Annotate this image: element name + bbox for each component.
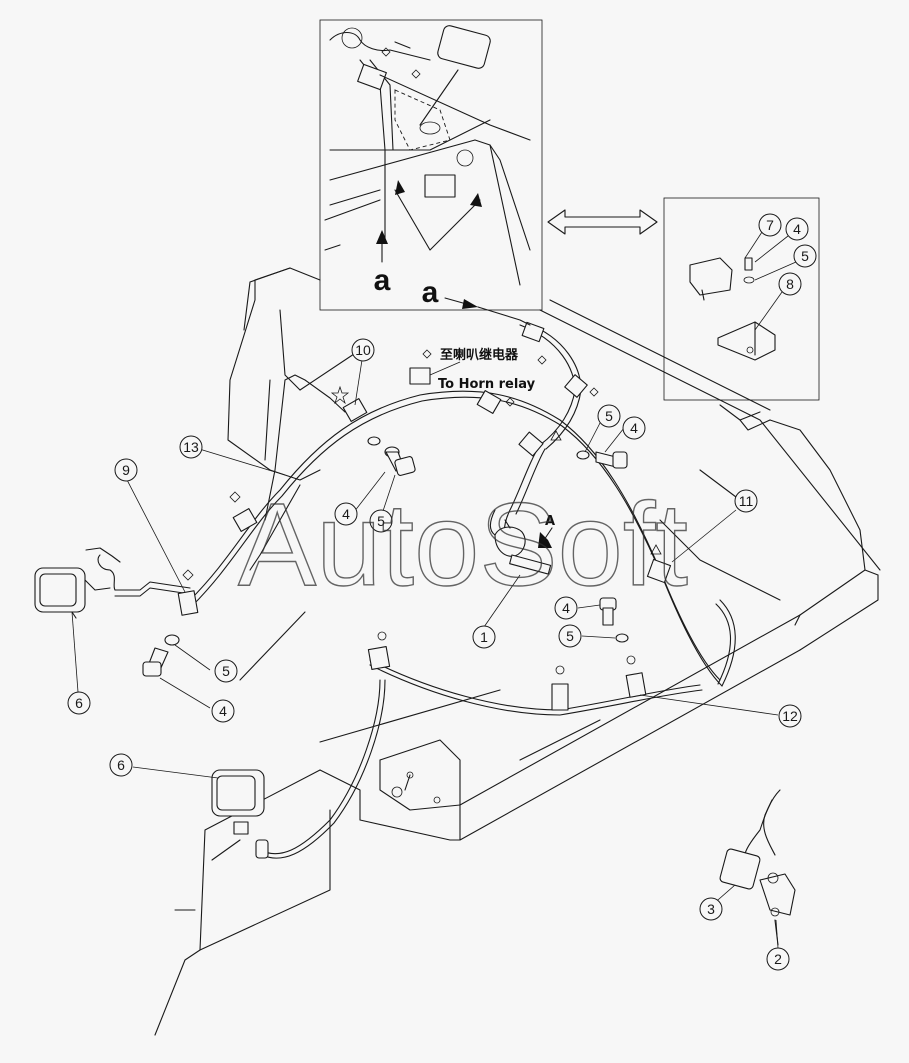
watermark: AutoSoft [238,479,688,611]
callout-5-mid: 5 [369,509,393,533]
svg-text:10: 10 [355,342,371,358]
view-A-pointer: A [538,514,555,548]
callout-4-right: 4 [554,596,578,620]
relay-bracket [719,789,796,946]
view-a-label-side: a [422,276,439,309]
callout-7: 7 [758,213,782,237]
svg-text:4: 4 [342,506,350,522]
horn-relay-label-en: To Horn relay [438,377,536,392]
svg-text:4: 4 [793,221,801,237]
callout-9: 9 [114,458,138,482]
callout-4-inset: 4 [785,217,809,241]
work-lamp-bottom [211,769,269,859]
svg-text:5: 5 [566,628,574,644]
harness-clamps [177,321,672,711]
callout-5-left: 5 [214,659,238,683]
svg-text:11: 11 [739,493,754,509]
svg-text:4: 4 [630,420,638,436]
inset-bracket-detail [663,197,820,401]
callout-13: 13 [179,435,203,459]
view-a-label-top: a [374,264,391,297]
svg-text:7: 7 [766,217,774,233]
svg-text:12: 12 [782,708,798,724]
callout-11: 11 [734,489,758,513]
callout-6-bottom: 6 [109,753,133,777]
callout-4-mid: 4 [334,502,358,526]
callout-4-left: 4 [211,699,235,723]
svg-text:6: 6 [117,757,125,773]
callout-5-upper: 5 [597,404,621,428]
bolt-mid [576,450,628,469]
svg-text:6: 6 [75,695,83,711]
inset-view-a: a [319,19,543,311]
svg-text:3: 3 [707,901,715,917]
callout-4-upper: 4 [622,416,646,440]
svg-text:8: 8 [786,276,794,292]
svg-text:4: 4 [219,703,227,719]
view-A-label: A [545,514,555,529]
svg-text:5: 5 [377,513,385,529]
svg-text:2: 2 [774,951,782,967]
svg-text:9: 9 [122,462,130,478]
svg-text:13: 13 [183,439,199,455]
horn-relay-label-cn: 至喇叭继电器 [440,347,519,363]
callout-3: 3 [699,897,723,921]
leader-lines [71,231,797,949]
callout-8: 8 [778,272,802,296]
callout-2: 2 [766,947,790,971]
bolt-upper [367,436,416,476]
svg-text:5: 5 [222,663,230,679]
callout-1: 1 [472,625,496,649]
callout-12: 12 [778,704,802,728]
svg-text:4: 4 [562,600,570,616]
callout-10: 10 [351,338,375,362]
bolt-right [599,597,629,643]
callout-5-right: 5 [558,624,582,648]
callout-5-inset: 5 [793,244,817,268]
svg-text:5: 5 [801,248,809,264]
bolt-left [142,634,180,677]
work-lamp-left [34,567,111,619]
horn-assembly [489,509,552,575]
view-a-pointer: a [422,276,531,326]
double-arrow [547,209,658,235]
callout-6-left: 6 [67,691,91,715]
svg-text:5: 5 [605,408,613,424]
svg-text:1: 1 [480,629,488,645]
